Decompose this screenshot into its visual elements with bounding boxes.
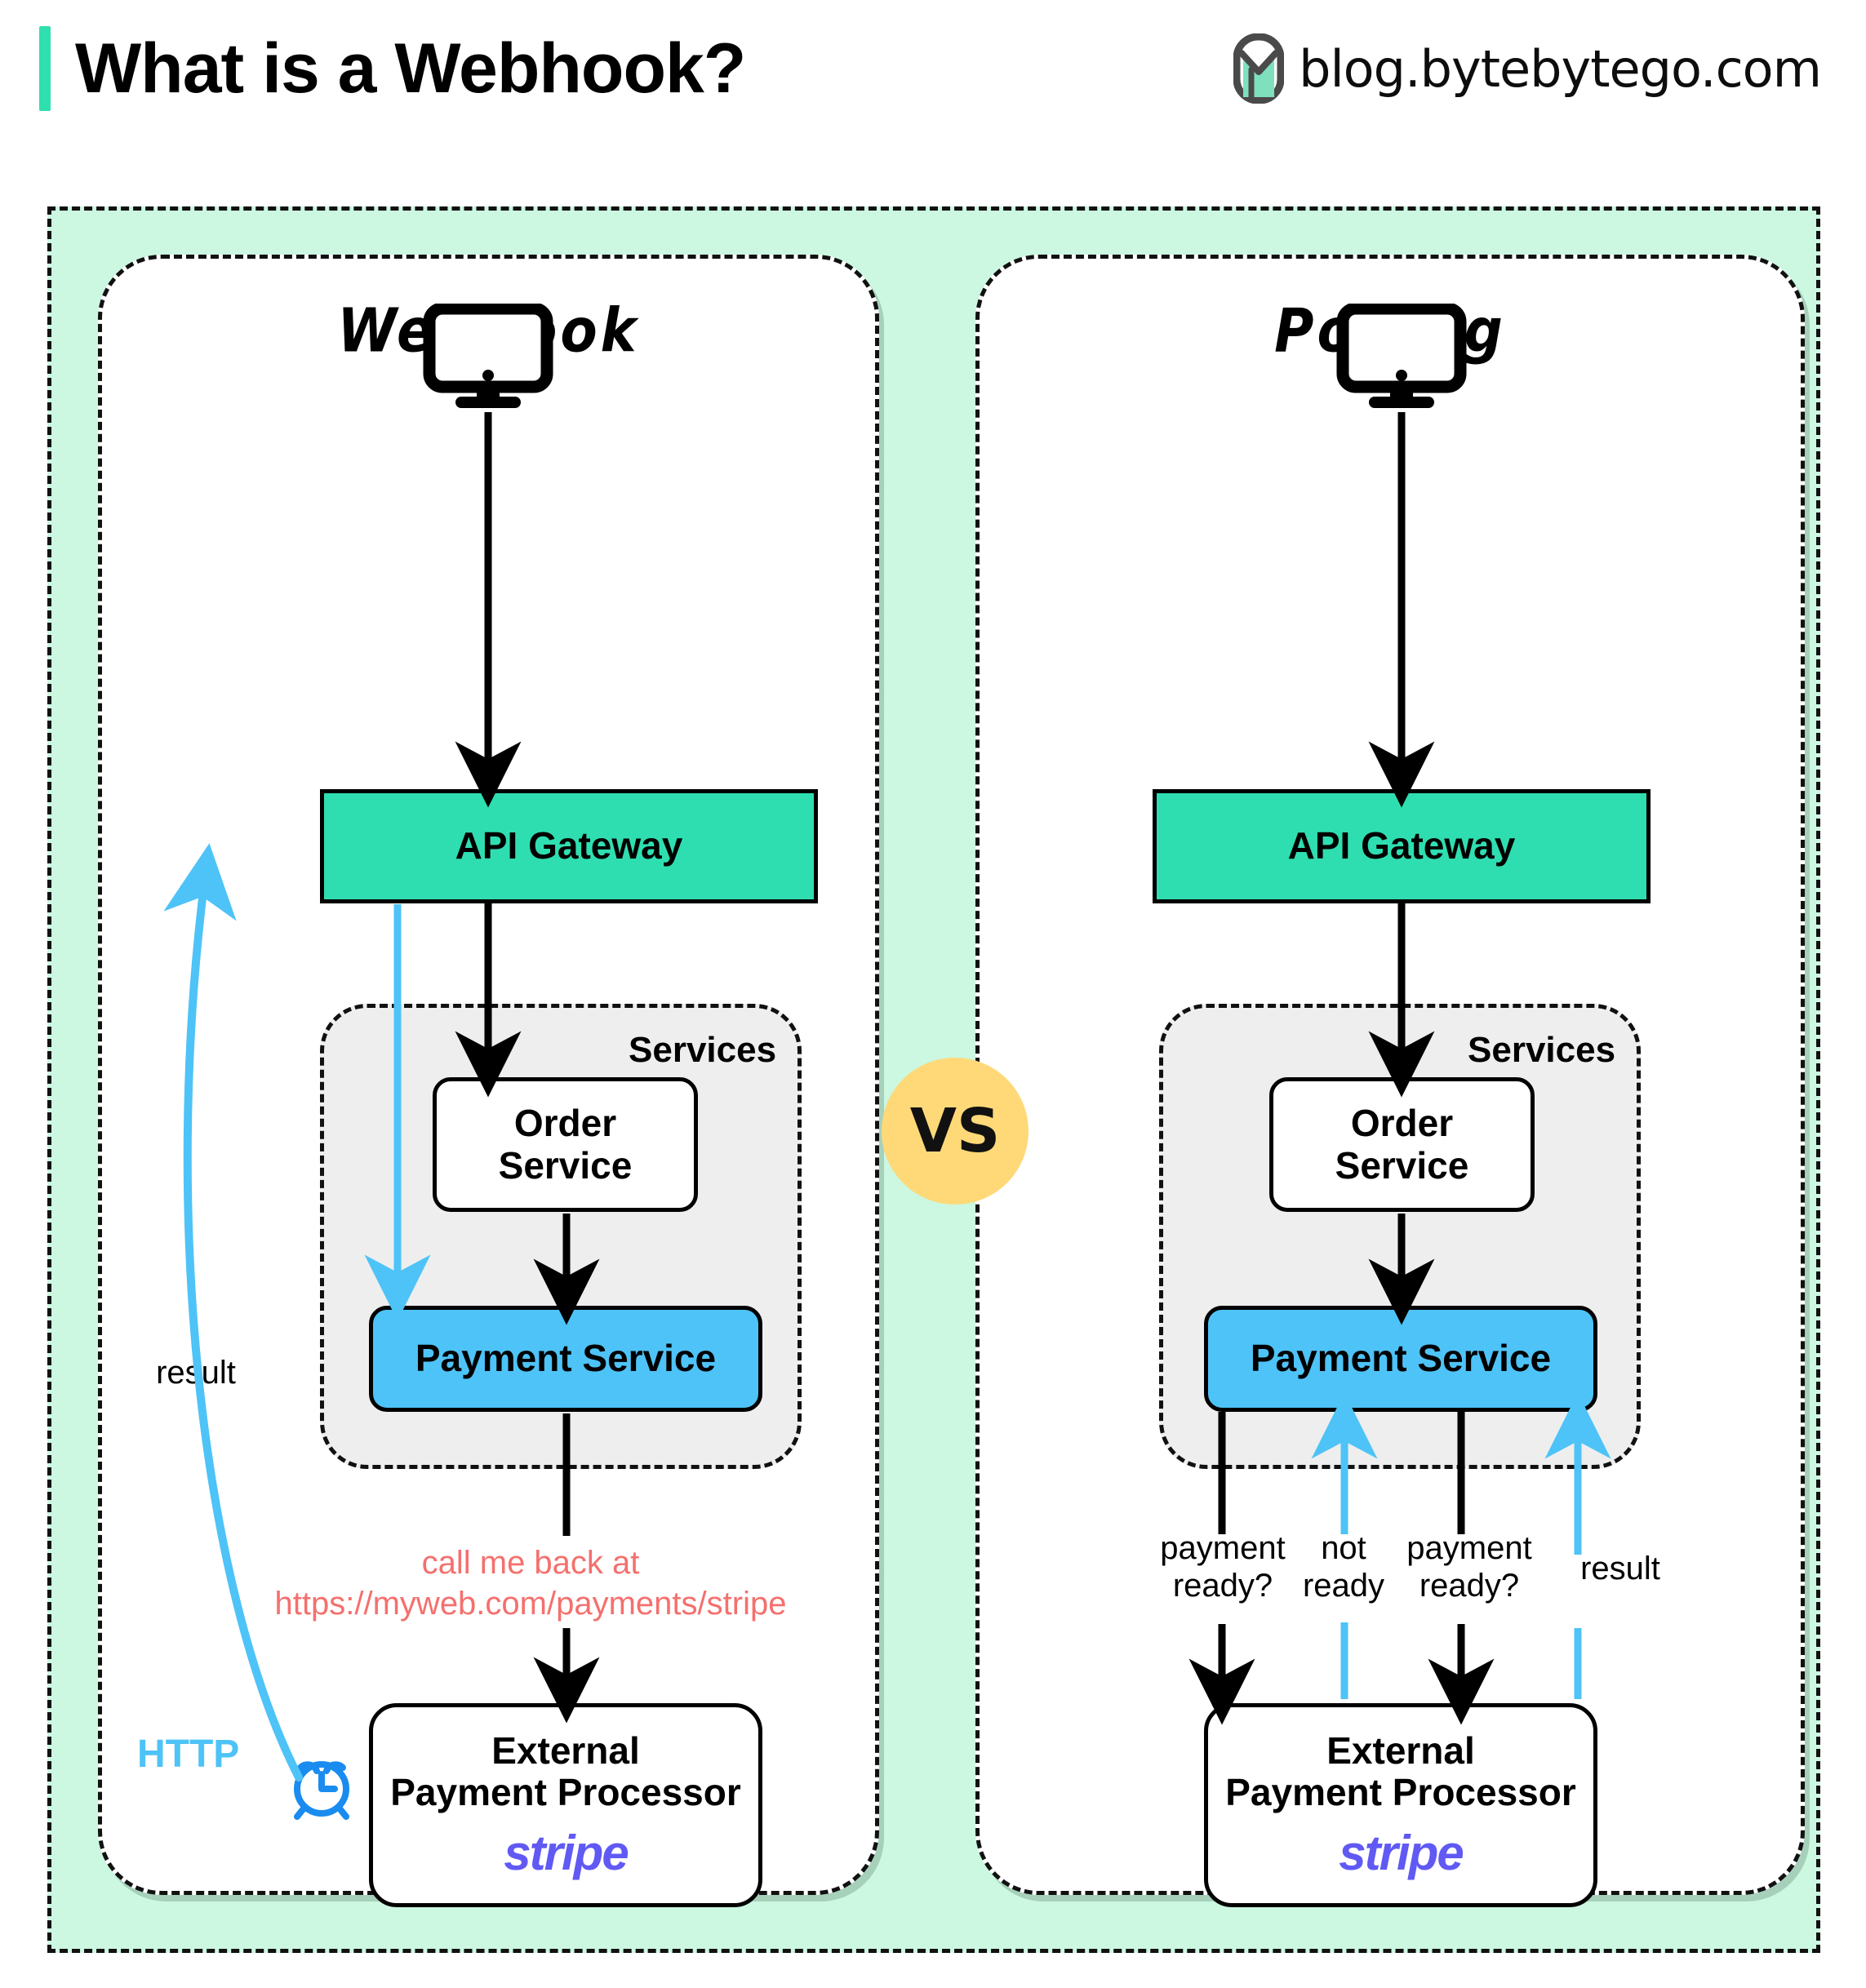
polling-external-line1: External: [1326, 1728, 1475, 1772]
polling-services-label: Services: [1468, 1030, 1616, 1070]
polling-api-gateway[interactable]: API Gateway: [1153, 789, 1651, 903]
title-accent-bar: [39, 26, 51, 111]
webhook-external-line2: Payment Processor: [390, 1771, 741, 1814]
polling-order-service[interactable]: Order Service: [1269, 1077, 1535, 1212]
webhook-payment-service[interactable]: Payment Service: [369, 1306, 762, 1412]
page-header: What is a Webhook? blog.bytebytego.com: [0, 0, 1866, 131]
webhook-order-service[interactable]: Order Service: [433, 1077, 698, 1212]
vs-badge: VS: [882, 1058, 1029, 1205]
poll-label-1: not ready: [1283, 1530, 1404, 1604]
webhook-callback-note-line1: call me back at: [421, 1545, 640, 1581]
webhook-order-service-line2: Service: [498, 1143, 633, 1187]
webhook-external-line1: External: [491, 1728, 640, 1772]
polling-order-service-line2: Service: [1335, 1143, 1469, 1187]
monitor-icon-polling: [1336, 302, 1467, 410]
webhook-order-service-line1: Order: [513, 1101, 617, 1144]
webhook-callback-note: call me back at https://myweb.com/paymen…: [245, 1542, 816, 1624]
polling-api-gateway-label: API Gateway: [1287, 824, 1516, 868]
webhook-payment-service-label: Payment Service: [415, 1337, 717, 1380]
webhook-api-gateway-label: API Gateway: [455, 824, 683, 868]
poll-label-0-line1: payment: [1160, 1530, 1286, 1566]
polling-external-line2: Payment Processor: [1225, 1771, 1576, 1814]
stripe-logo-webhook: stripe: [504, 1825, 629, 1880]
vs-badge-label: VS: [909, 1096, 1001, 1166]
webhook-http-label: HTTP: [137, 1733, 240, 1776]
monitor-icon: [423, 302, 553, 410]
poll-label-2: payment ready?: [1388, 1530, 1551, 1604]
polling-external-payment-processor[interactable]: External Payment Processor stripe: [1204, 1703, 1597, 1907]
webhook-api-gateway[interactable]: API Gateway: [320, 789, 818, 903]
webhook-callback-note-line2: https://myweb.com/payments/stripe: [274, 1586, 787, 1622]
brand-block: blog.bytebytego.com: [1233, 28, 1822, 109]
bytebytego-logo-icon: [1233, 33, 1285, 104]
stripe-logo-polling: stripe: [1339, 1825, 1464, 1880]
polling-order-service-line1: Order: [1350, 1101, 1454, 1144]
webhook-services-label: Services: [629, 1030, 777, 1070]
poll-label-0: payment ready?: [1141, 1530, 1304, 1604]
poll-label-2-line2: ready?: [1419, 1567, 1520, 1604]
page-title: What is a Webhook?: [75, 29, 746, 108]
poll-label-0-line2: ready?: [1172, 1567, 1273, 1604]
poll-label-1-line2: ready: [1302, 1567, 1385, 1604]
webhook-result-label: result: [156, 1355, 236, 1391]
polling-payment-service[interactable]: Payment Service: [1204, 1306, 1597, 1412]
brand-text: blog.bytebytego.com: [1299, 38, 1822, 99]
alarm-clock-icon: [284, 1748, 359, 1823]
poll-label-1-line1: not: [1321, 1530, 1366, 1566]
poll-label-2-line1: payment: [1406, 1530, 1532, 1566]
poll-label-3-line1: result: [1580, 1551, 1660, 1586]
webhook-external-payment-processor[interactable]: External Payment Processor stripe: [369, 1703, 762, 1907]
poll-label-3: result: [1551, 1551, 1690, 1588]
polling-payment-service-label: Payment Service: [1250, 1337, 1552, 1380]
